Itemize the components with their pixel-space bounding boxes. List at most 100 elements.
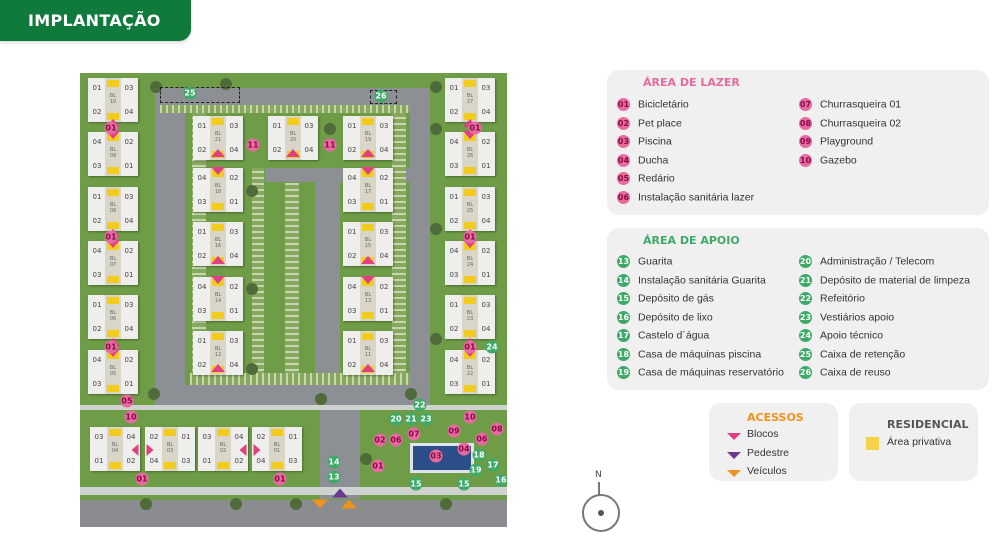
block-number: 27 xyxy=(466,99,474,105)
leisure-marker[interactable]: 06 xyxy=(475,432,489,446)
private-area xyxy=(362,312,374,319)
legend-number-badge: 03 xyxy=(617,135,630,148)
unit-label: 03 xyxy=(229,337,239,345)
tree-icon xyxy=(324,123,336,135)
leisure-marker[interactable]: 08 xyxy=(490,422,504,436)
unit-label: 04 xyxy=(229,146,239,154)
access-arrow-icon xyxy=(727,470,741,477)
unit-label: 02 xyxy=(229,283,239,291)
unit-label: 02 xyxy=(347,146,357,154)
private-area xyxy=(464,167,476,174)
legend-item-label: Depósito de lixo xyxy=(638,310,713,323)
legend-item-label: Churrasqueira 02 xyxy=(820,116,902,129)
block-number: 05 xyxy=(109,371,117,377)
leisure-marker[interactable]: 11 xyxy=(246,138,260,152)
leisure-marker[interactable]: 01 xyxy=(104,340,118,354)
legend-number-badge: 04 xyxy=(617,153,630,167)
leisure-marker[interactable]: 01 xyxy=(468,121,482,135)
leisure-marker[interactable]: 01 xyxy=(104,230,118,244)
leisure-marker[interactable]: 01 xyxy=(135,472,149,486)
access-arrow-icon xyxy=(727,433,741,440)
leisure-marker[interactable]: 10 xyxy=(463,410,477,424)
leisure-marker[interactable]: 03 xyxy=(429,449,443,463)
support-marker[interactable]: 19 xyxy=(469,463,483,477)
block-core xyxy=(162,427,178,471)
leisure-marker[interactable]: 11 xyxy=(323,138,337,152)
support-marker[interactable]: 13 xyxy=(327,470,341,484)
private-area xyxy=(212,333,224,340)
block-core xyxy=(107,427,123,471)
support-marker[interactable]: 21 xyxy=(404,412,418,426)
block-core xyxy=(462,78,478,122)
support-marker[interactable]: 25 xyxy=(183,86,197,100)
private-area xyxy=(362,224,374,231)
tree-icon xyxy=(430,333,442,345)
leisure-marker[interactable]: 01 xyxy=(463,340,477,354)
legend-item-label: Bicicletário xyxy=(638,98,689,111)
unit-label: 04 xyxy=(481,108,491,116)
leisure-marker[interactable]: 04 xyxy=(457,442,471,456)
support-marker[interactable]: 14 xyxy=(327,455,341,469)
support-marker[interactable]: 20 xyxy=(389,412,403,426)
unit-label: 03 xyxy=(124,301,134,309)
leisure-marker[interactable]: 09 xyxy=(447,424,461,438)
support-marker[interactable]: 23 xyxy=(419,412,433,426)
block-number: 04 xyxy=(111,448,119,454)
leisure-marker[interactable]: 01 xyxy=(371,459,385,473)
support-marker[interactable]: 15 xyxy=(409,477,423,491)
leisure-marker[interactable]: 01 xyxy=(273,472,287,486)
support-marker[interactable]: 16 xyxy=(494,473,507,487)
leisure-marker[interactable]: 01 xyxy=(104,121,118,135)
leisure-marker[interactable]: 02 xyxy=(373,433,387,447)
unit-label: 03 xyxy=(481,301,491,309)
leisure-marker[interactable]: 07 xyxy=(407,427,421,441)
compass-icon xyxy=(582,494,620,532)
support-marker[interactable]: 18 xyxy=(472,448,486,462)
unit-label: 03 xyxy=(92,271,102,279)
parking xyxy=(392,113,406,383)
unit-label: 02 xyxy=(149,433,159,441)
private-area xyxy=(107,385,119,392)
support-marker[interactable]: 17 xyxy=(486,458,500,472)
support-marker[interactable]: 24 xyxy=(485,340,499,354)
support-marker[interactable]: 22 xyxy=(413,398,427,412)
unit-label: 01 xyxy=(481,271,491,279)
leisure-marker[interactable]: 05 xyxy=(120,394,134,408)
support-marker[interactable]: 26 xyxy=(374,89,388,103)
leisure-marker[interactable]: 10 xyxy=(124,410,138,424)
support-marker[interactable]: 15 xyxy=(457,477,471,491)
unit-label: 01 xyxy=(449,193,459,201)
leisure-marker[interactable]: 06 xyxy=(389,433,403,447)
unit-label: 03 xyxy=(229,122,239,130)
block-access-arrow-icon xyxy=(146,444,154,456)
block-number: 10 xyxy=(109,99,117,105)
unit-label: 03 xyxy=(449,162,459,170)
leisure-marker[interactable]: 01 xyxy=(463,230,477,244)
unit-label: 02 xyxy=(197,146,207,154)
legend-number-badge: 13 xyxy=(617,255,630,268)
